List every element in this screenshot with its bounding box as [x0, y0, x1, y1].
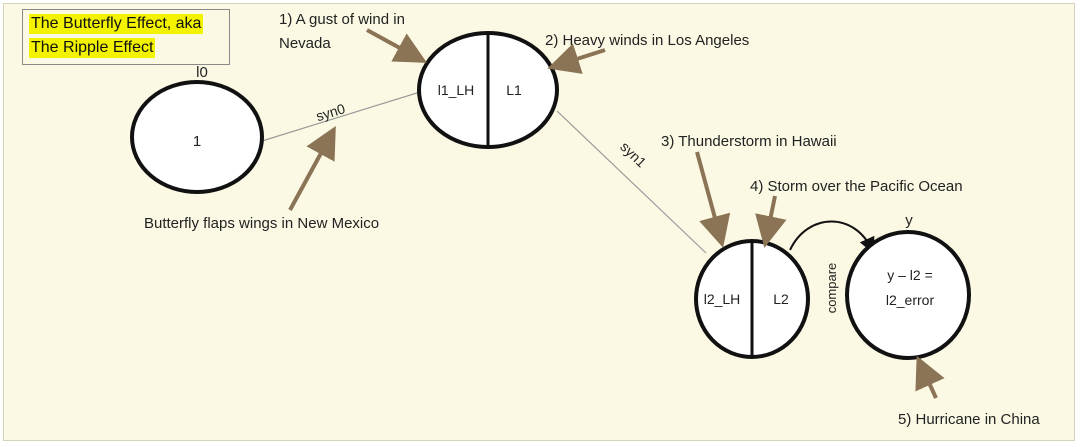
syn1-label: syn1 [617, 138, 650, 170]
error-formula-line-2: l2_error [886, 292, 935, 308]
step2-arrow [547, 43, 606, 74]
error-node [845, 230, 971, 360]
step1-line-2: Nevada [279, 35, 331, 52]
step4-label: 4) Storm over the Pacific Ocean [750, 178, 963, 195]
butterfly-arrow [288, 125, 336, 211]
error-formula-line-1: y – l2 = [887, 267, 933, 283]
l1-lh-label: l1_LH [438, 82, 475, 98]
syn0-connector [261, 91, 421, 142]
title-line-1: The Butterfly Effect, aka [29, 14, 204, 34]
l2-label: L2 [773, 291, 789, 307]
butterfly-label: Butterfly flaps wings in New Mexico [144, 215, 379, 232]
title-line-2: The Ripple Effect [29, 38, 156, 58]
step4-arrow [755, 195, 787, 248]
compare-label: compare [824, 263, 839, 314]
syn1-connector [556, 110, 707, 254]
title-box: The Butterfly Effect, aka The Ripple Eff… [22, 9, 230, 65]
syn0-label: syn0 [314, 100, 347, 124]
l0-value: 1 [193, 133, 201, 150]
l2-lh-label: l2_LH [704, 291, 741, 307]
l0-node [130, 80, 264, 194]
step1-line-1: 1) A gust of wind in [279, 11, 405, 28]
l1-label: L1 [506, 82, 522, 98]
step5-arrow [915, 355, 945, 399]
step3-label: 3) Thunderstorm in Hawaii [661, 133, 837, 150]
step2-label: 2) Heavy winds in Los Angeles [545, 32, 749, 49]
step3-arrow [695, 151, 731, 248]
step1-arrow [366, 28, 428, 63]
y-label: y [905, 212, 913, 229]
step5-label: 5) Hurricane in China [898, 411, 1040, 428]
compare-arrow [789, 220, 875, 254]
l0-label: l0 [196, 64, 208, 81]
